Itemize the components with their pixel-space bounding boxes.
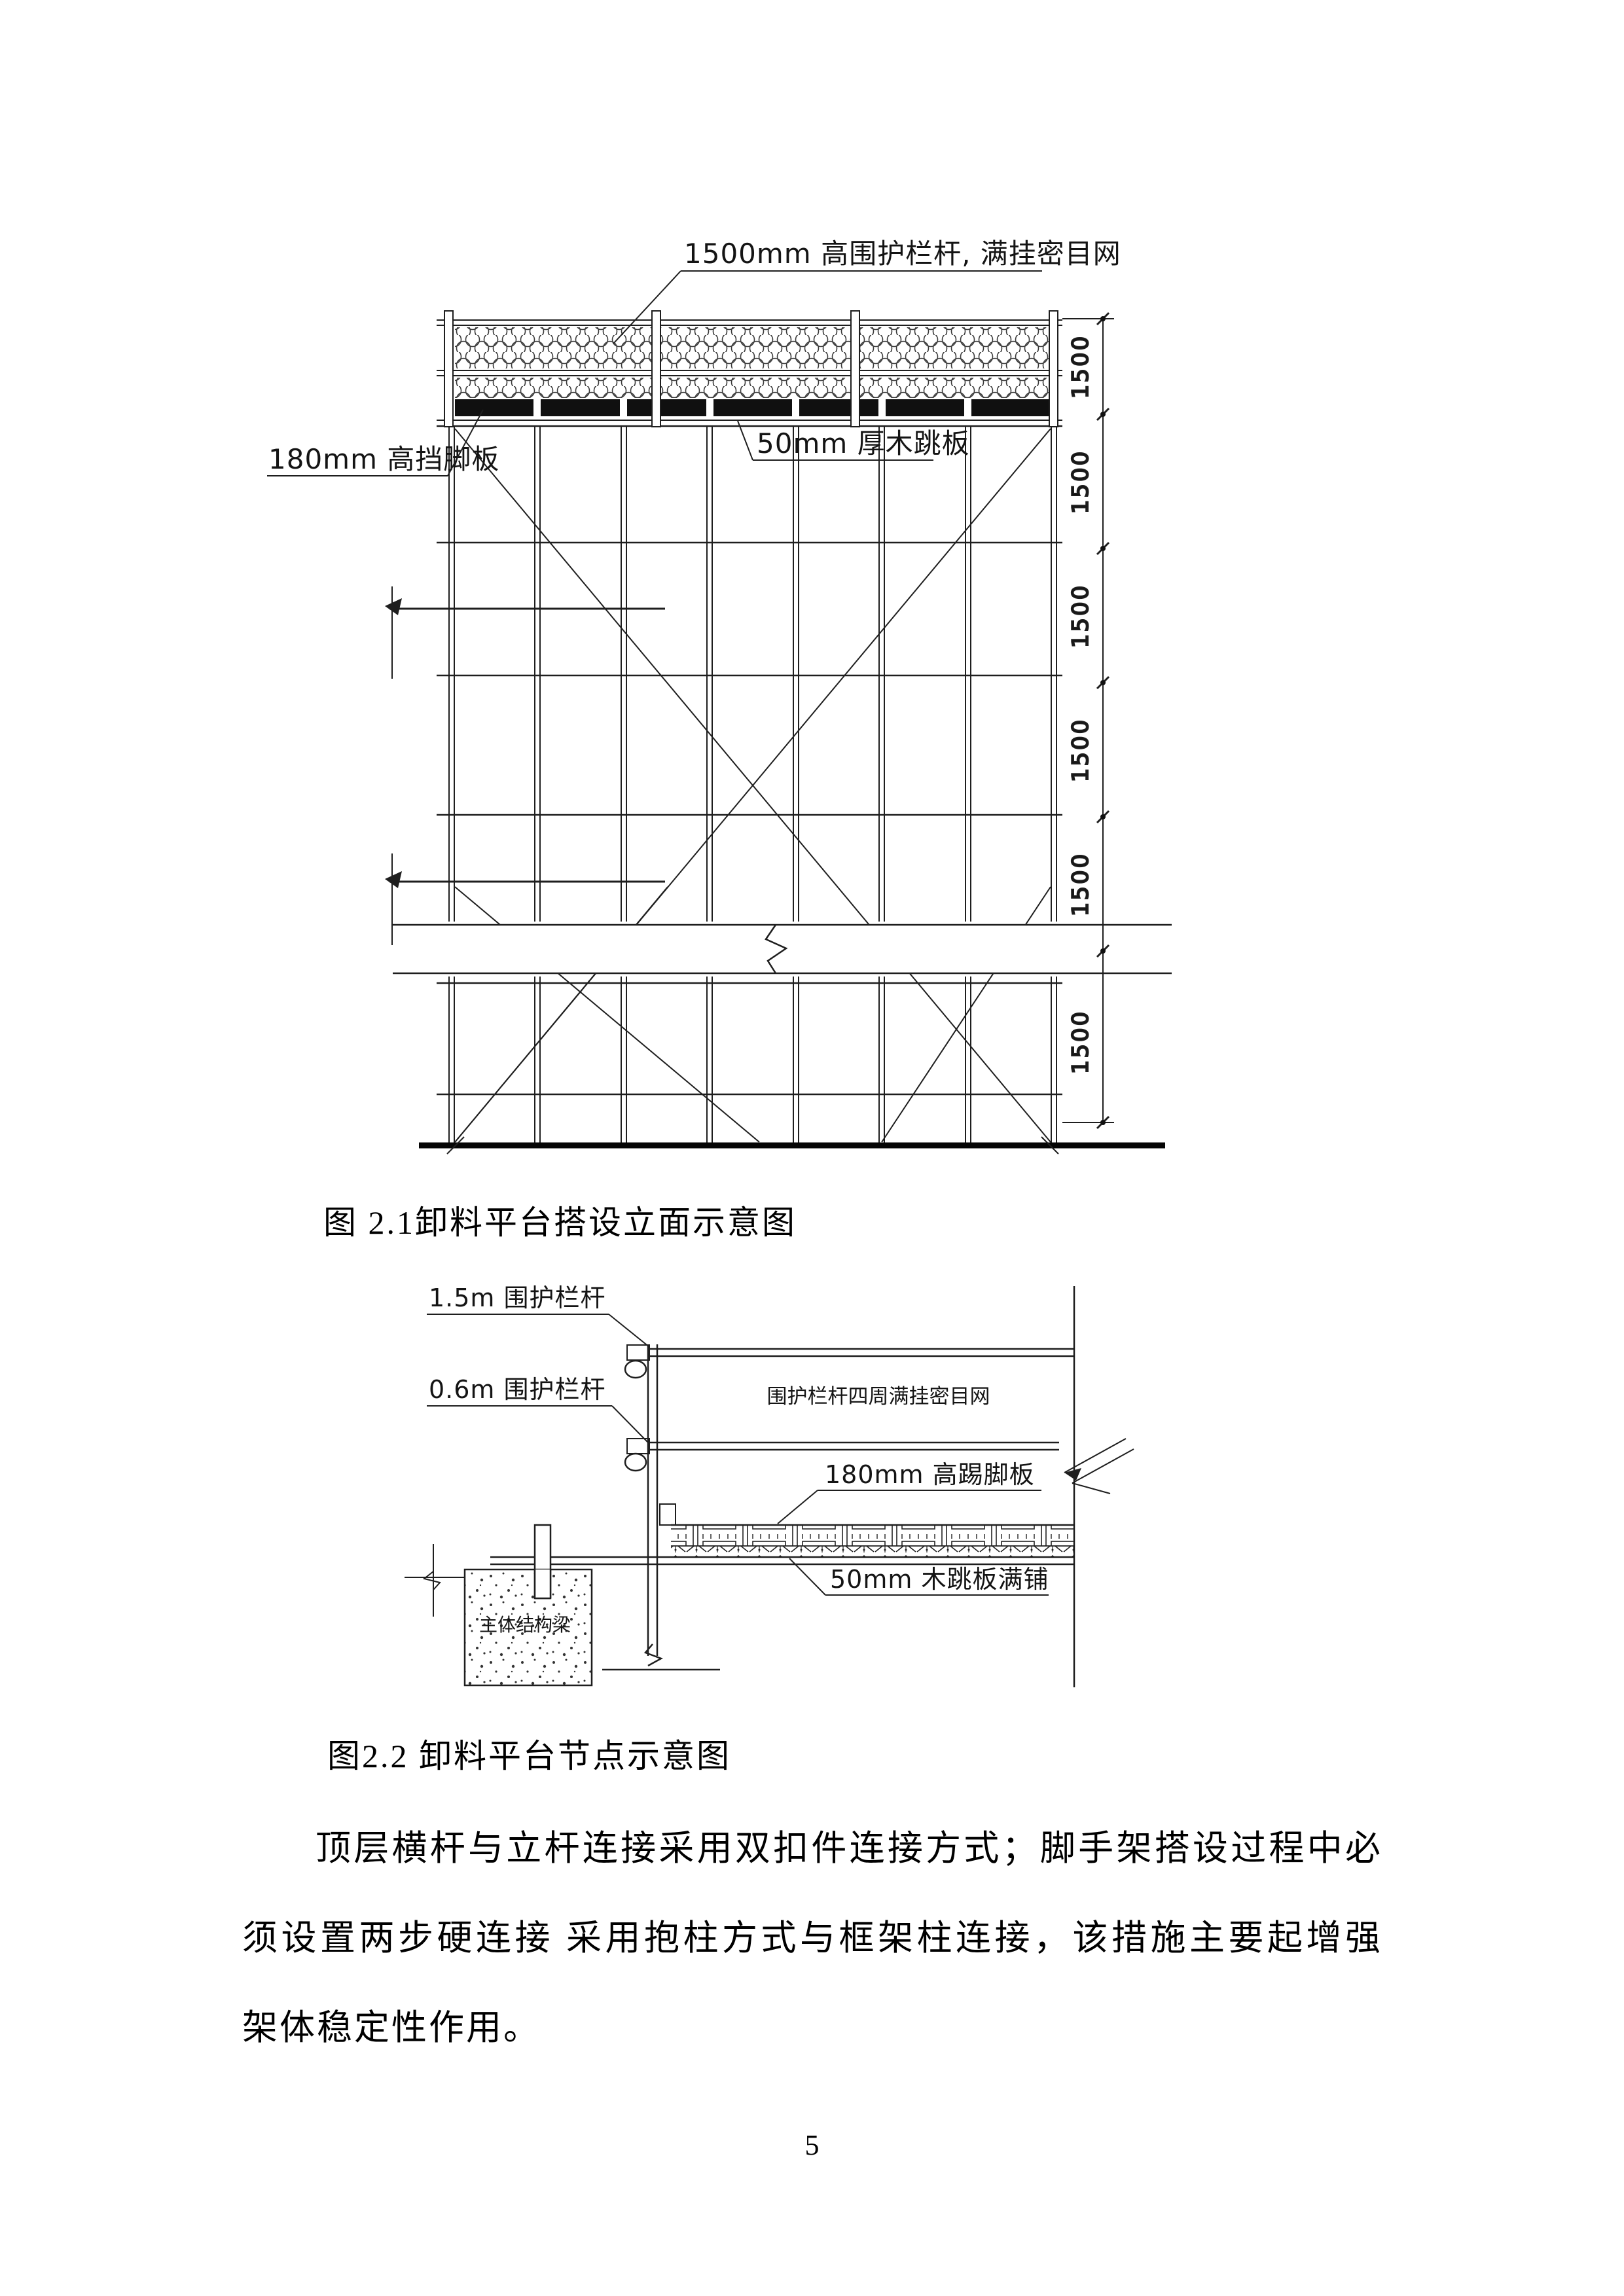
platform-assembly bbox=[437, 310, 1062, 427]
scaffold-grid bbox=[385, 427, 1062, 1145]
dim-label-1500: 1500 bbox=[1068, 718, 1094, 783]
safety-mesh-band-upper bbox=[455, 327, 1054, 368]
wall-tie-ledgers bbox=[385, 586, 665, 945]
horizontal-ledgers bbox=[437, 541, 1062, 1096]
toe-board-section bbox=[659, 1503, 676, 1526]
rail-mid-label: 0.6m 围护栏杆 bbox=[429, 1375, 606, 1404]
safety-mesh-band-lower bbox=[455, 378, 1054, 398]
guard-rails bbox=[624, 1344, 1074, 1472]
main-structure-beam: 主体结构梁 bbox=[405, 1544, 593, 1687]
foot-hook-left bbox=[446, 1136, 465, 1155]
coupler-upper bbox=[624, 1359, 647, 1379]
dim-label-1500: 1500 bbox=[1068, 334, 1094, 399]
deck-assembly bbox=[490, 1503, 1074, 1566]
paragraph-line: 顶层横杆与立杆连接采用双扣件连接方式；脚手架搭设过程中必 bbox=[316, 1829, 1382, 1868]
figure-2-1-elevation-diagram: 1500 1500 1500 1500 1500 1500 1500mm 高围护… bbox=[267, 238, 1172, 1155]
top-rail-label: 1500mm 高围护栏杆, 满挂密目网 bbox=[684, 238, 1121, 270]
toe-board-label-2: 180mm 高踢脚板 bbox=[825, 1460, 1035, 1489]
figure-2-2-caption: 图2.2 卸料平台节点示意图 bbox=[327, 1738, 731, 1774]
guard-posts bbox=[444, 310, 1058, 427]
dim-label-1500: 1500 bbox=[1068, 1010, 1094, 1075]
edge-break-arrow bbox=[1064, 1438, 1134, 1494]
guard-post bbox=[602, 1344, 720, 1671]
fig1-callouts: 1500mm 高围护栏杆, 满挂密目网 180mm 高挡脚板 50mm 厚木跳板 bbox=[267, 238, 1121, 476]
body-paragraph: 顶层横杆与立杆连接采用双扣件连接方式；脚手架搭设过程中必 须设置两步硬连接 采用… bbox=[242, 1804, 1382, 2073]
break-band bbox=[393, 924, 1172, 975]
figure-2-2-node-diagram: 主体结构梁 1.5m 围护栏杆 0.6m 围护栏杆 围护栏杆四周满挂密目网 18… bbox=[405, 1283, 1134, 1687]
dim-label-1500: 1500 bbox=[1068, 584, 1094, 649]
vertical-posts bbox=[448, 427, 1057, 1145]
mesh-label: 围护栏杆四周满挂密目网 bbox=[767, 1385, 990, 1408]
dim-label-1500: 1500 bbox=[1068, 450, 1094, 514]
figure-2-1-caption: 图 2.1卸料平台搭设立面示意图 bbox=[323, 1204, 797, 1241]
coupler-lower bbox=[624, 1452, 647, 1472]
paragraph-line: 架体稳定性作用。 bbox=[242, 2008, 541, 2047]
rail-top-label: 1.5m 围护栏杆 bbox=[429, 1283, 606, 1312]
fig2-callouts: 1.5m 围护栏杆 0.6m 围护栏杆 围护栏杆四周满挂密目网 180mm 高踢… bbox=[427, 1283, 1049, 1596]
foot-hook-right bbox=[1041, 1136, 1059, 1155]
post-break-zigzag bbox=[643, 1643, 663, 1667]
paragraph-line: 须设置两步硬连接 采用抱柱方式与框架柱连接，该措施主要起增强 bbox=[242, 1918, 1382, 1958]
beam-break-zigzag bbox=[422, 1571, 441, 1590]
beam-label: 主体结构梁 bbox=[479, 1614, 571, 1636]
cross-bracing bbox=[454, 428, 1051, 1143]
page-number: 5 bbox=[804, 2129, 820, 2161]
toe-board-strip bbox=[455, 399, 1054, 416]
toe-board-label: 180mm 高挡脚板 bbox=[268, 443, 499, 475]
dim-label-1500: 1500 bbox=[1068, 852, 1094, 917]
dimension-chain: 1500 1500 1500 1500 1500 1500 bbox=[1062, 312, 1114, 1130]
plank-label-2: 50mm 木跳板满铺 bbox=[830, 1565, 1049, 1594]
break-zigzag bbox=[765, 924, 788, 974]
plank-label: 50mm 厚木跳板 bbox=[757, 427, 970, 459]
